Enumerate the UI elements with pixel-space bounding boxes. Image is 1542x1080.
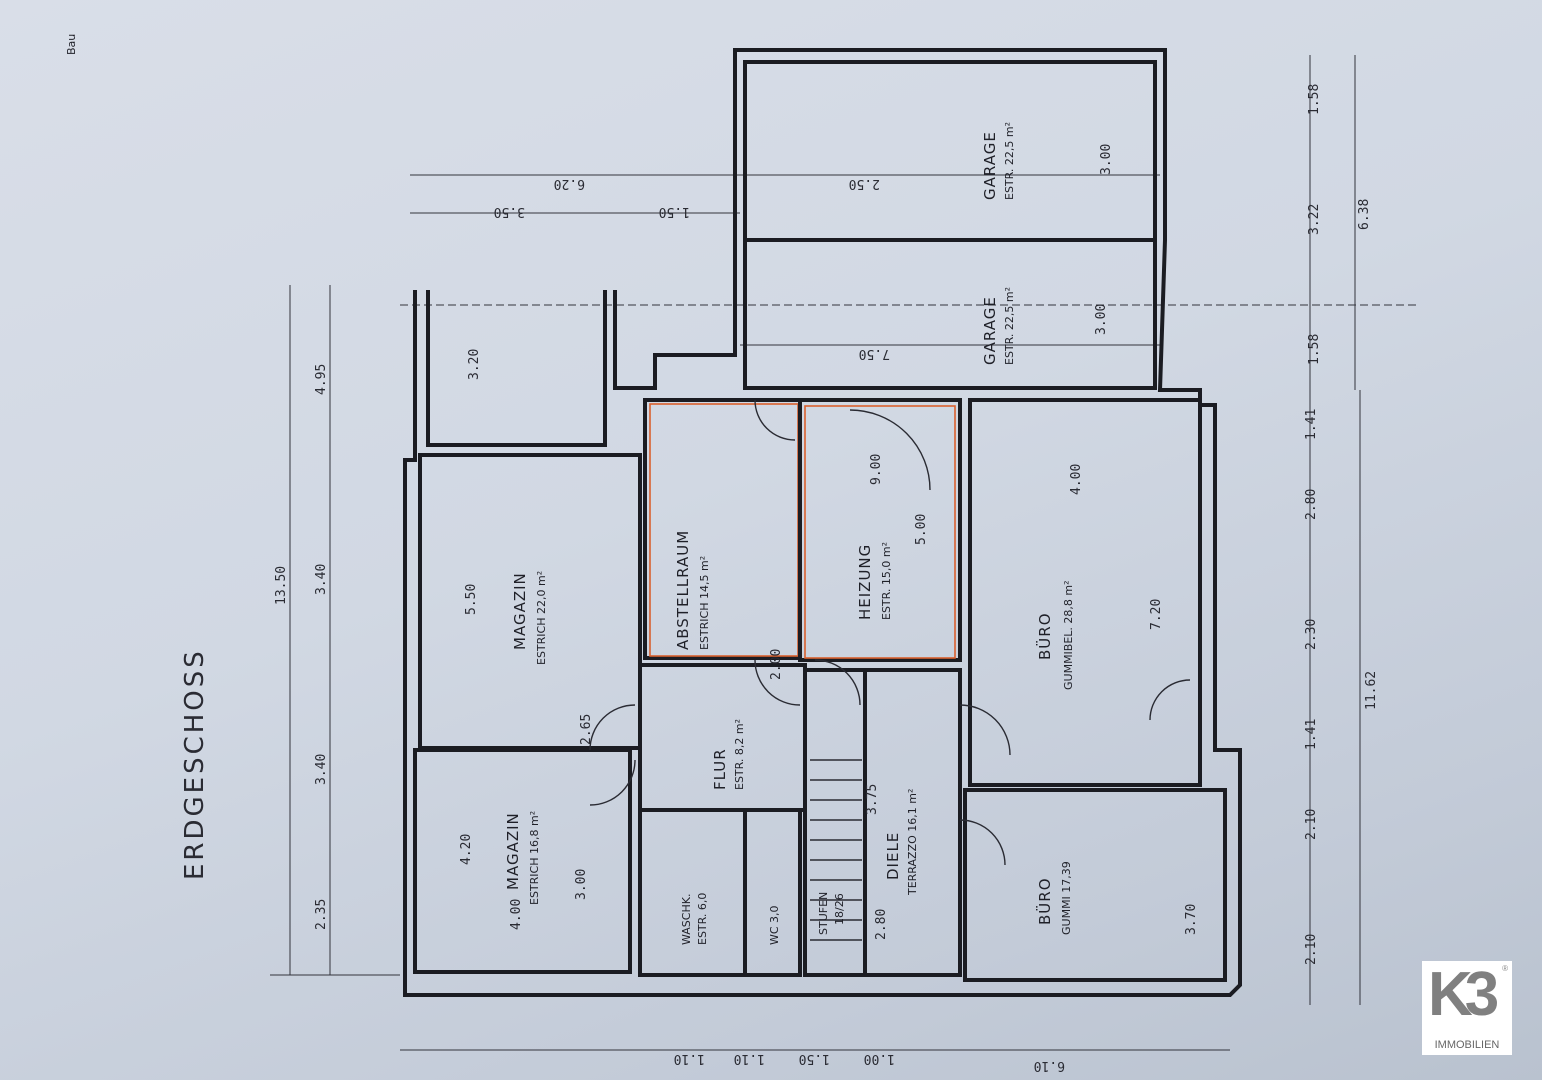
dimension-label: 1.10 [734,1051,765,1066]
logo-mark: K3 [1428,960,1499,1029]
dimension-label: 2.30 [1304,619,1319,650]
registered-icon: ® [1502,964,1508,973]
dimension-label: 1.50 [799,1051,830,1066]
room-garage-2-floor: ESTR. 22,5 m² [1003,287,1016,365]
dimension-label: 2.10 [1304,809,1319,840]
dimension-label: 3.40 [314,564,329,595]
plan-title: ERDGESCHOSS [180,648,210,880]
dimension-label: 5.50 [464,584,479,615]
dimension-label: 6.10 [1034,1058,1065,1073]
dimension-label: 1.00 [864,1051,895,1066]
dimension-label: 1.10 [674,1051,705,1066]
dimension-label: 3.22 [1307,204,1322,235]
dimension-label: 4.95 [314,364,329,395]
room-buero-1: BÜRO [1035,613,1054,661]
dimension-lines [270,55,1420,1051]
stairs-ratio: 18/26 [833,893,846,925]
room-magazin-1: MAGAZIN [511,572,529,650]
dimension-label: 1.41 [1304,409,1319,440]
room-waschkueche-floor: ESTR. 6,0 [696,893,709,945]
dimension-label: 2.50 [849,176,880,191]
dimension-label: 3.50 [494,204,525,219]
dimension-label: 4.20 [459,834,474,865]
room-buero-1-floor: GUMMIBEL. 28,8 m² [1062,580,1075,690]
dimension-label: 7.20 [1149,599,1164,630]
room-abstellraum-floor: ESTRICH 14,5 m² [698,556,711,650]
dimension-label: 4.00 [1069,464,1084,495]
dimension-label: 1.58 [1307,334,1322,365]
room-buero-2: BÜRO [1035,878,1054,926]
k3-immobilien-logo: K3 ® IMMOBILIEN [1422,960,1512,1055]
dimension-label: 2.80 [874,909,889,940]
stairs-label: STUFEN [817,892,830,935]
room-garage-1: GARAGE [981,131,999,200]
dimension-label: 4.00 [509,899,524,930]
room-flur: FLUR [711,748,729,790]
dimension-label: 1.58 [1307,84,1322,115]
dimension-label: 3.00 [1094,304,1109,335]
room-diele: DIELE [884,832,902,880]
room-flur-floor: ESTR. 8,2 m² [733,719,746,790]
dimension-label: 2.10 [1304,934,1319,965]
room-waschkueche: WASCHK. [680,894,693,945]
room-magazin-1-floor: ESTRICH 22,0 m² [535,571,548,665]
room-wc: WC 3,0 [768,905,781,945]
dimension-label: 5.00 [914,514,929,545]
dimension-label: 2.00 [769,649,784,680]
corner-note: Bau [65,34,78,55]
dimension-label: 3.40 [314,754,329,785]
dimension-label: 3.00 [574,869,589,900]
room-abstellraum: ABSTELLRAUM [674,530,692,650]
room-diele-floor: TERRAZZO 16,1 m² [906,789,919,896]
room-garage-2: GARAGE [981,296,999,365]
dimension-label: 9.00 [869,454,884,485]
room-buero-2-floor: GUMMI 17,39 [1060,861,1073,935]
dimension-label: 6.20 [554,176,585,191]
dimension-label: 3.20 [467,349,482,380]
dimension-label: 6.38 [1357,199,1372,230]
logo-subtitle: IMMOBILIEN [1434,1039,1500,1051]
room-labels: MAGAZIN ESTRICH 22,0 m² MAGAZIN ESTRICH … [504,122,1075,945]
dimension-label: 2.65 [579,714,594,745]
dimension-label: 1.50 [659,204,690,219]
dimension-label: 13.50 [274,566,289,605]
dimension-label: 11.62 [1364,671,1379,710]
dimension-label: 2.80 [1304,489,1319,520]
room-heizung-floor: ESTR. 15,0 m² [880,542,893,620]
dimension-label: 1.41 [1304,719,1319,750]
dimension-label: 3.75 [865,784,880,815]
room-magazin-2: MAGAZIN [504,812,522,890]
dimension-label: 3.70 [1184,904,1199,935]
room-magazin-2-floor: ESTRICH 16,8 m² [528,811,541,905]
room-garage-1-floor: ESTR. 22,5 m² [1003,122,1016,200]
door-swings [589,399,1191,866]
stairs [810,759,862,941]
room-heizung: HEIZUNG [856,544,874,620]
walls [403,48,1242,997]
dimension-label: 2.35 [314,899,329,930]
dimension-label: 3.00 [1099,144,1114,175]
dimension-label: 7.50 [859,346,890,361]
dimension-labels: 13.50 4.95 3.40 3.40 2.35 11.62 2.10 2.1… [274,84,1379,1073]
